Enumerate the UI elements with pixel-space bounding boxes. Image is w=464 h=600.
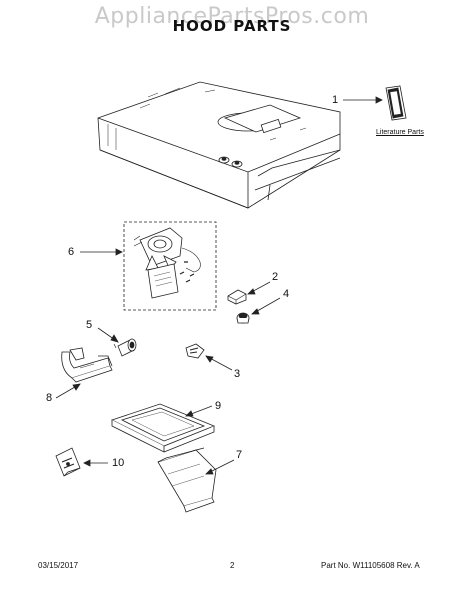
hood-body <box>97 81 341 209</box>
literature-parts-label: Literature Parts <box>376 129 424 136</box>
footer-date: 03/15/2017 <box>38 561 79 570</box>
callout-6: 6 <box>68 246 75 258</box>
callout-8: 8 <box>46 392 53 404</box>
callout-7: 7 <box>236 449 243 461</box>
callout-4: 4 <box>283 288 290 300</box>
callout-2: 2 <box>272 271 279 283</box>
callout-3: 3 <box>234 368 241 380</box>
part-5-light-socket <box>113 338 137 357</box>
part-10-bracket <box>55 447 81 477</box>
footer-part-number: Part No. W11105608 Rev. A <box>321 561 420 570</box>
footer-page-number: 2 <box>230 561 235 570</box>
literature-parts-icon <box>385 85 407 121</box>
part-4-bulb-socket <box>236 312 250 324</box>
callout-9: 9 <box>215 400 222 412</box>
part-8-light-lens-bracket <box>61 347 113 383</box>
part-9-grease-filter <box>110 403 216 453</box>
part-7-damper <box>157 447 217 513</box>
fan-motor-assembly <box>133 227 201 299</box>
page-title: HOOD PARTS <box>172 17 292 35</box>
callout-1: 1 <box>332 94 339 106</box>
fan-assembly-group-box <box>123 221 217 311</box>
part-2-clip <box>227 289 247 305</box>
callout-5: 5 <box>86 319 93 331</box>
callout-10: 10 <box>112 457 125 469</box>
watermark: AppliancePartsPros.com <box>94 4 370 29</box>
part-3-connector <box>185 343 205 359</box>
